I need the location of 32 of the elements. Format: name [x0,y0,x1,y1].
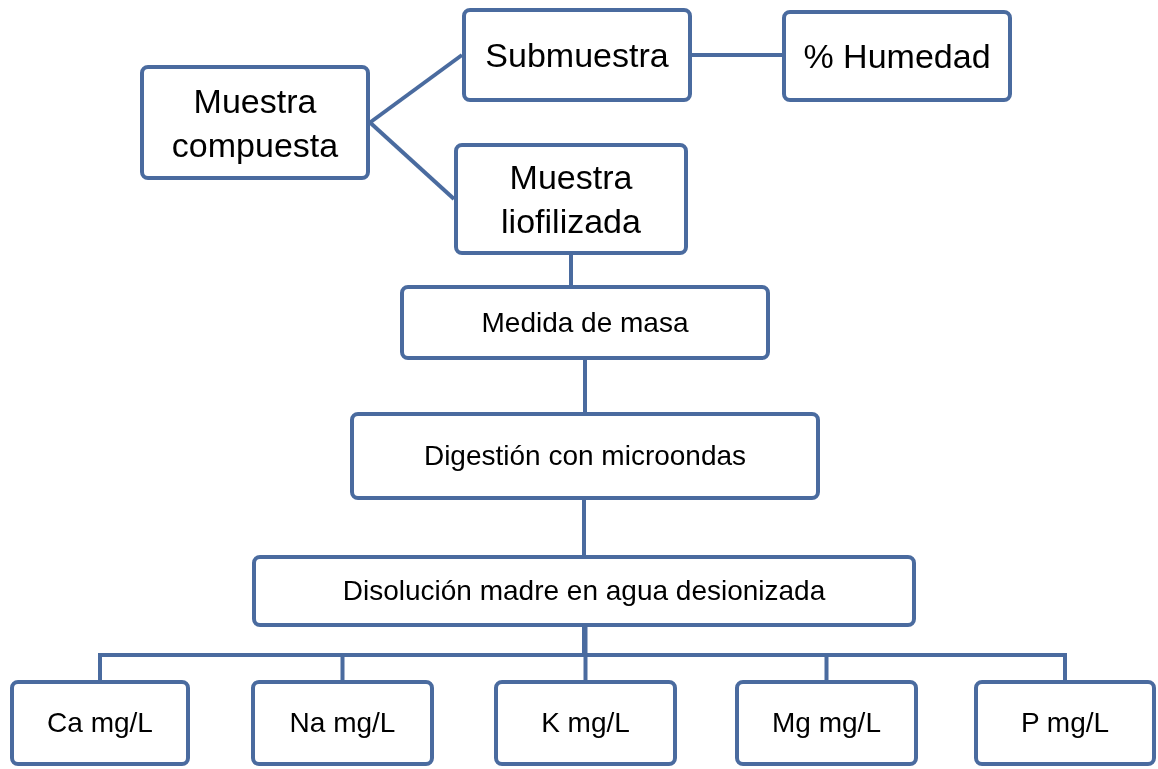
process-box [140,65,370,180]
process-box [251,680,434,766]
process-box [462,8,692,102]
connector-line [692,53,782,57]
box-label: Muestra liofilizada [500,157,642,242]
process-box [782,10,1012,102]
connector-line [569,255,573,285]
connector-line [368,53,464,125]
box-label: Na mg/L [289,706,396,740]
process-box [252,555,916,627]
process-box [10,680,190,766]
box-label: Mg mg/L [772,706,881,740]
box-label: Disolución madre en agua desionizada [342,574,826,608]
process-box [974,680,1156,766]
connector-line [583,360,587,412]
process-box [350,412,820,500]
box-label: Muestra compuesta [170,80,340,166]
connector-line [583,627,588,680]
connector-line [582,500,586,555]
box-label: Medida de masa [481,305,689,340]
box-label: Digestión con microondas [423,439,747,473]
connector-line [368,121,456,201]
box-label: P mg/L [1020,706,1110,740]
box-label: Submuestra [485,34,669,76]
connector-line [582,627,1067,680]
box-label: K mg/L [541,706,630,740]
process-box [454,143,688,255]
process-box [400,285,770,360]
box-label: % Humedad [803,35,991,77]
box-label: Ca mg/L [47,706,153,740]
process-box [494,680,677,766]
process-box [735,680,918,766]
